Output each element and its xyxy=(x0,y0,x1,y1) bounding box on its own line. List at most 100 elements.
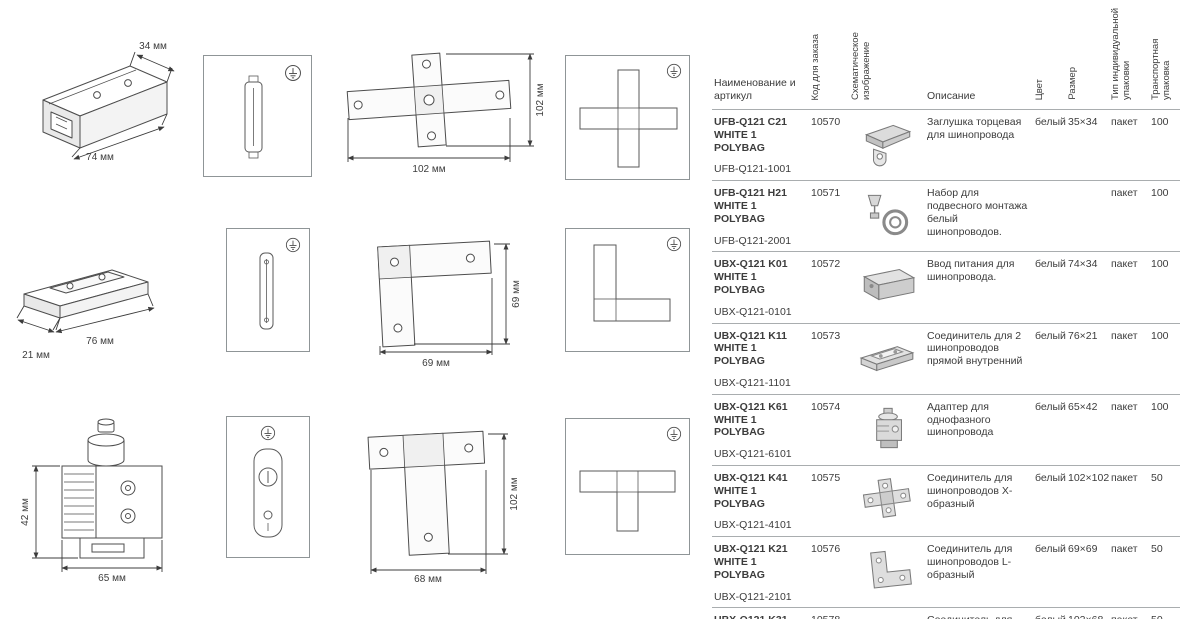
dim-label-height: 102 мм xyxy=(535,83,546,116)
transport-qty: 100 xyxy=(1151,329,1169,342)
dim-label-length: 76 мм xyxy=(86,336,114,347)
header-size-label: Размер xyxy=(1067,67,1078,100)
product-image-feed xyxy=(856,260,918,310)
product-article: UBX-Q121-4101 xyxy=(714,519,792,532)
schematic-box-t xyxy=(565,418,690,555)
order-code: 10571 xyxy=(811,187,841,200)
product-name-cell: UBX-Q121 K11 WHITE 1 POLYBAG UBX-Q121-11… xyxy=(712,323,809,394)
product-size xyxy=(1066,181,1109,252)
dimension-lines xyxy=(370,433,508,574)
track-piece-body xyxy=(42,65,168,149)
product-packaging: пакет xyxy=(1111,471,1138,484)
product-packaging: пакет xyxy=(1111,258,1138,271)
header-transport-label: Транспортная упаковка xyxy=(1150,38,1172,100)
transport-qty: 50 xyxy=(1149,608,1180,619)
product-table: Наименование и артикул Код для заказа Сх… xyxy=(712,6,1180,619)
product-name: UBX-Q121 K41 WHITE 1 POLYBAG xyxy=(714,471,788,510)
product-article: UBX-Q121-6101 xyxy=(714,448,792,461)
product-article: UFB-Q121-1001 xyxy=(714,163,792,176)
dimension-lines xyxy=(71,51,175,160)
product-packaging: пакет xyxy=(1111,543,1138,556)
product-color: белый xyxy=(1033,608,1066,619)
schematic-cell xyxy=(849,394,925,465)
product-description: Соединитель для шинопроводов Х-образный xyxy=(927,471,1013,510)
order-code: 10572 xyxy=(811,258,841,271)
product-color: белый xyxy=(1035,258,1066,271)
table-row: UBX-Q121 K11 WHITE 1 POLYBAG UBX-Q121-11… xyxy=(712,323,1180,394)
product-packaging: пакет xyxy=(1111,400,1138,413)
schematic-cell xyxy=(849,465,925,536)
order-code: 10573 xyxy=(811,329,841,342)
table-row: UBX-Q121 K31 WHITE 1 POLYBAG UBX-Q121-31… xyxy=(712,607,1180,619)
header-size: Размер xyxy=(1066,6,1109,110)
table-header-row: Наименование и артикул Код для заказа Сх… xyxy=(712,6,1180,110)
product-name: UBX-Q121 K21 WHITE 1 POLYBAG xyxy=(714,543,788,581)
product-size: 102×102 xyxy=(1068,471,1110,484)
product-name-cell: UFB-Q121 C21 WHITE 1 POLYBAG UFB-Q121-10… xyxy=(712,110,809,181)
product-name: UFB-Q121 C21 WHITE 1 POLYBAG xyxy=(714,116,787,154)
ground-icon xyxy=(285,65,301,81)
product-color: белый xyxy=(1035,543,1066,556)
product-article: UBX-Q121-0101 xyxy=(714,305,792,318)
ground-icon xyxy=(666,236,682,252)
transport-qty: 100 xyxy=(1151,116,1169,128)
ground-icon xyxy=(260,425,276,441)
product-color: белый xyxy=(1035,116,1066,128)
product-name-cell: UBX-Q121 K41 WHITE 1 POLYBAG UBX-Q121-41… xyxy=(712,465,809,536)
dim-label-width: 65 мм xyxy=(98,573,126,584)
product-image-adapter xyxy=(856,403,918,453)
t-connector-body xyxy=(367,430,486,556)
product-article: UBX-Q121-1101 xyxy=(714,376,791,389)
order-code: 10574 xyxy=(811,400,841,413)
schematic-box-l xyxy=(565,228,690,352)
product-image-endcap xyxy=(856,118,918,168)
transport-qty: 50 xyxy=(1151,543,1163,556)
drawing-straight-connector: 76 мм 21 мм xyxy=(16,269,155,361)
product-name-cell: UBX-Q121 K01 WHITE 1 POLYBAG UBX-Q121-01… xyxy=(712,252,809,323)
product-name: UBX-Q121 K31 WHITE 1 POLYBAG xyxy=(714,614,806,619)
schematic-box-straight xyxy=(226,228,310,352)
dim-label-width: 69 мм xyxy=(422,358,450,368)
product-packaging: пакет xyxy=(1109,608,1149,619)
product-image-cross xyxy=(856,474,918,524)
dim-label-height: 42 мм xyxy=(20,498,31,526)
schematic-box-adapter xyxy=(226,416,310,558)
table-row: UBX-Q121 K41 WHITE 1 POLYBAG UBX-Q121-41… xyxy=(712,465,1180,536)
product-description: Ввод питания для шинопровода. xyxy=(927,258,1015,284)
product-packaging: пакет xyxy=(1111,187,1138,200)
dim-label-width: 68 мм xyxy=(414,574,442,584)
dimension-lines xyxy=(379,243,510,355)
transport-qty: 100 xyxy=(1151,400,1169,413)
product-name-cell: UBX-Q121 K61 WHITE 1 POLYBAG UBX-Q121-61… xyxy=(712,394,809,465)
product-table-body: UFB-Q121 C21 WHITE 1 POLYBAG UFB-Q121-10… xyxy=(712,109,1180,619)
order-code: 10575 xyxy=(811,471,841,484)
header-packaging: Тип индивидуальной упаковки xyxy=(1109,6,1149,110)
dim-label-width: 102 мм xyxy=(412,164,445,174)
table-row: UBX-Q121 K01 WHITE 1 POLYBAG UBX-Q121-01… xyxy=(712,251,1180,323)
product-size: 35×34 xyxy=(1068,116,1098,128)
header-description: Описание xyxy=(927,89,976,102)
schematic-cross xyxy=(579,63,682,168)
drawing-adapter: 42 мм 65 мм xyxy=(20,418,163,584)
technical-drawings-panel: 34 мм 74 мм 102 мм 102 мм xyxy=(16,41,690,584)
dimension-lines xyxy=(16,293,155,334)
product-name: UBX-Q121 K61 WHITE 1 POLYBAG xyxy=(714,400,788,439)
product-description: Адаптер для однофазного шинопровода xyxy=(927,400,994,439)
schematic-l xyxy=(593,236,682,322)
drawing-t-connector: 68 мм 102 мм xyxy=(367,430,520,584)
product-name: UBX-Q121 K01 WHITE 1 POLYBAG xyxy=(714,258,788,296)
x-connector-body xyxy=(346,52,512,148)
transport-qty: 100 xyxy=(1151,258,1169,271)
product-description: Соединитель для 2 шинопроводов прямой вн… xyxy=(927,329,1023,368)
schematic-adapter xyxy=(253,425,283,538)
product-packaging: пакет xyxy=(1111,329,1138,342)
header-order-code: Код для заказа xyxy=(809,6,849,110)
ground-icon xyxy=(666,63,682,79)
schematic-endcap xyxy=(244,65,301,159)
product-size: 74×34 xyxy=(1068,258,1098,271)
order-code: 10578 xyxy=(809,608,849,619)
transport-qty: 100 xyxy=(1151,187,1169,200)
drawing-x-connector: 102 мм 102 мм xyxy=(346,52,546,174)
product-color: белый xyxy=(1035,329,1066,342)
